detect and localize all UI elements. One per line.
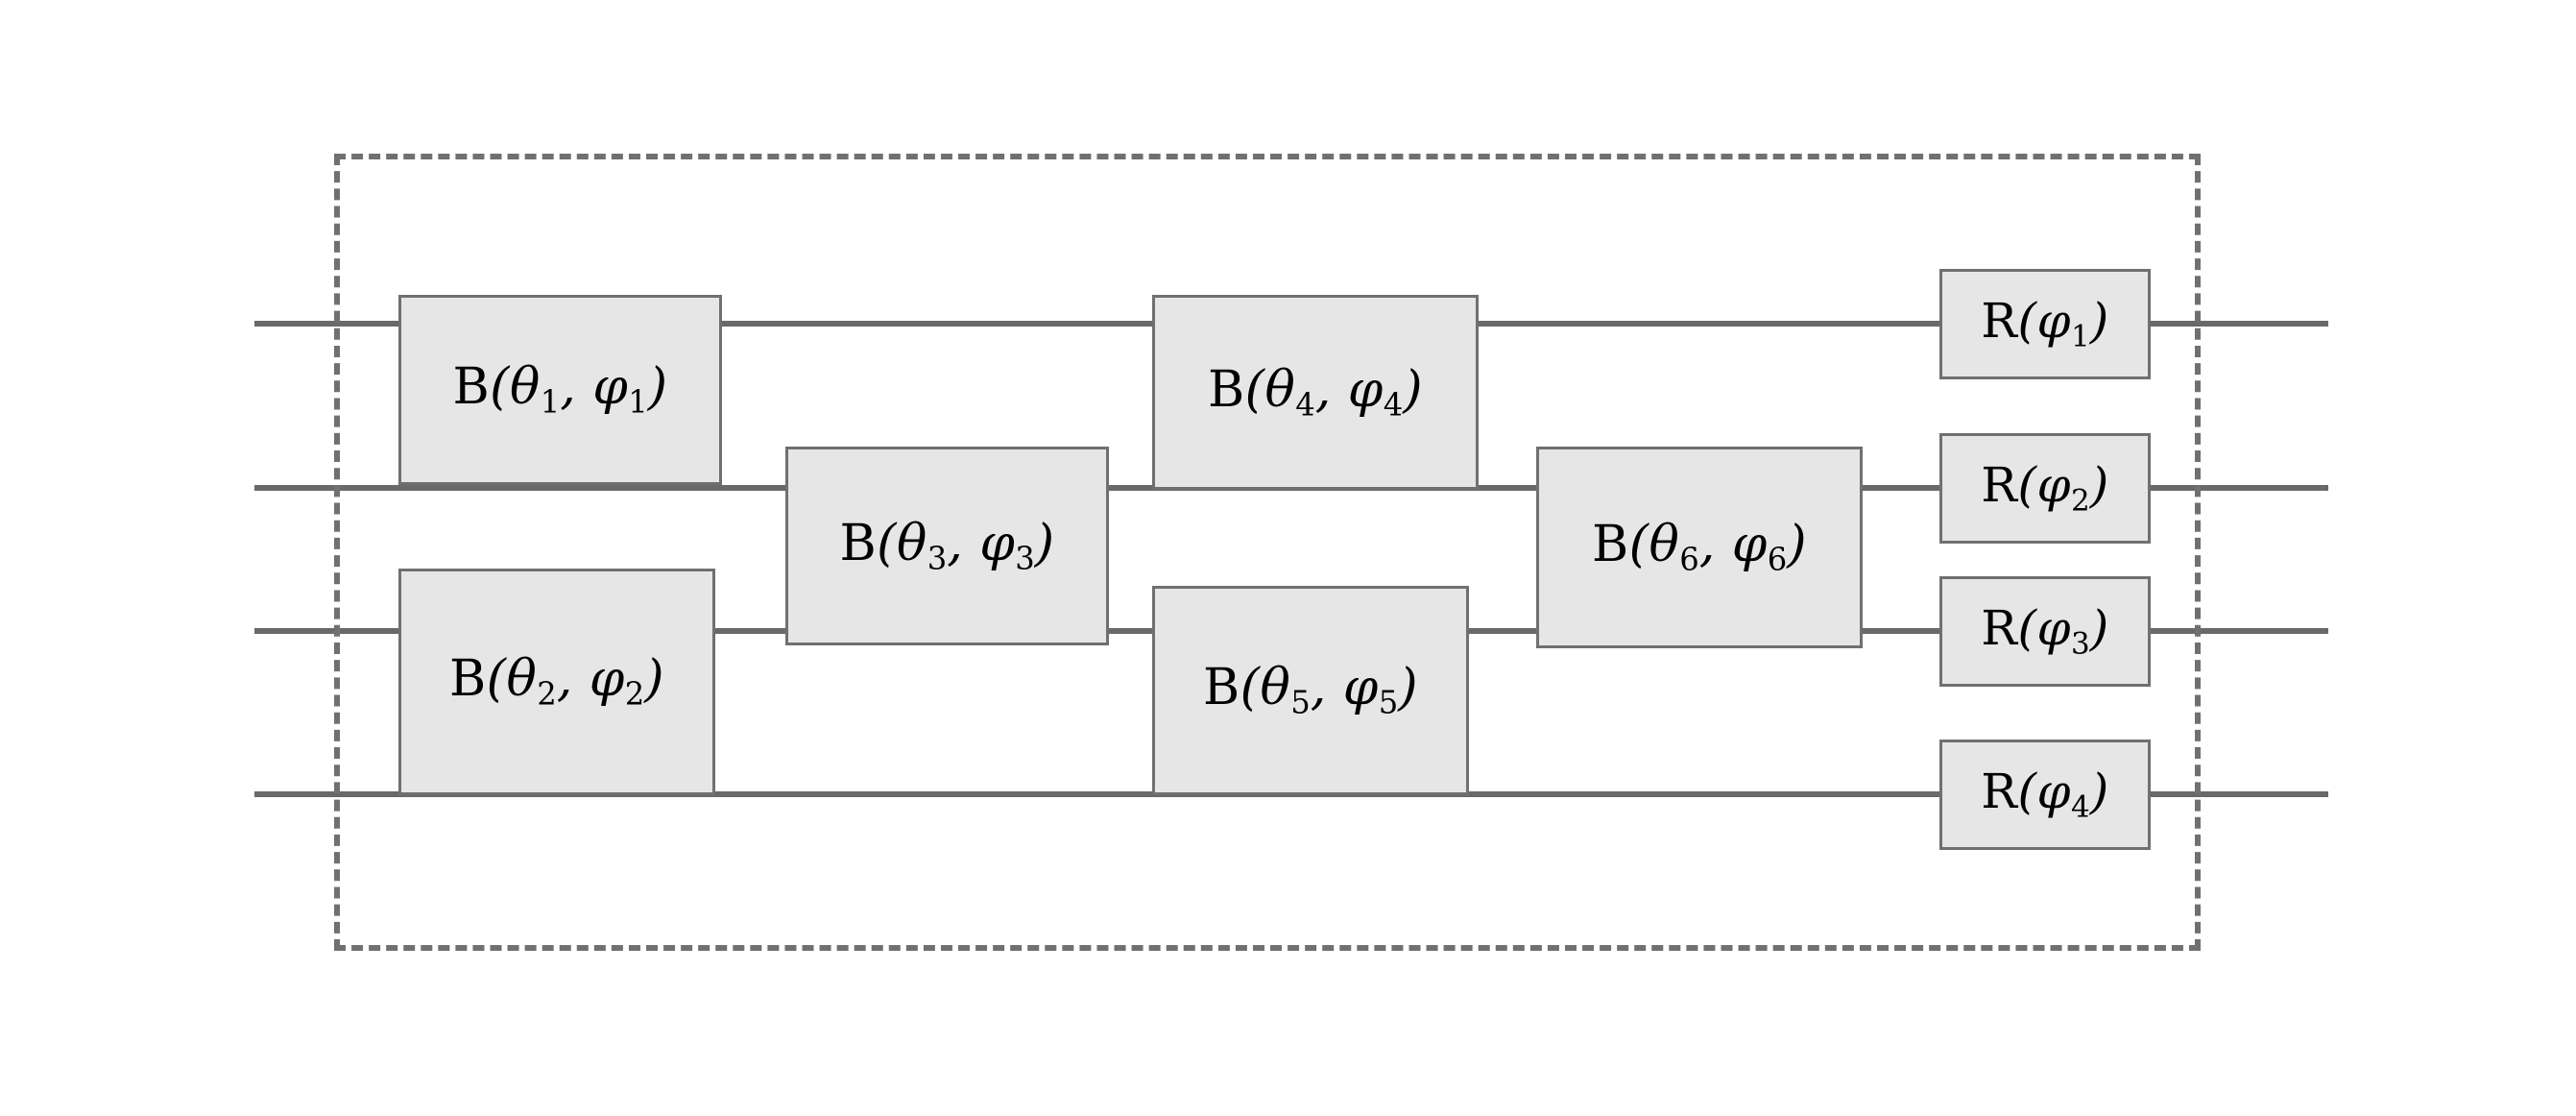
gate-label: B(θ1, φ1) <box>452 358 668 421</box>
phase-shifter-gate-r2[interactable]: R(φ2) <box>1939 433 2151 544</box>
beamsplitter-gate-b6[interactable]: B(θ6, φ6) <box>1536 447 1863 648</box>
beamsplitter-gate-b3[interactable]: B(θ3, φ3) <box>785 447 1109 645</box>
gate-label: B(θ2, φ2) <box>448 650 665 713</box>
beamsplitter-gate-b2[interactable]: B(θ2, φ2) <box>398 569 715 795</box>
beamsplitter-gate-b5[interactable]: B(θ5, φ5) <box>1152 586 1469 795</box>
gate-label: R(φ2) <box>1981 456 2109 519</box>
phase-shifter-gate-r4[interactable]: R(φ4) <box>1939 740 2151 850</box>
phase-shifter-gate-r3[interactable]: R(φ3) <box>1939 576 2151 687</box>
gate-label: B(θ3, φ3) <box>839 514 1055 577</box>
gate-label: B(θ6, φ6) <box>1591 516 1808 578</box>
beamsplitter-gate-b1[interactable]: B(θ1, φ1) <box>398 295 722 485</box>
interferometer-dashed-boundary <box>334 154 2201 951</box>
gate-label: B(θ5, φ5) <box>1202 659 1419 721</box>
gate-label: B(θ4, φ4) <box>1207 360 1424 424</box>
gate-label: R(φ1) <box>1981 292 2109 354</box>
gate-label: R(φ3) <box>1981 599 2109 662</box>
gate-label: R(φ4) <box>1981 763 2109 825</box>
phase-shifter-gate-r1[interactable]: R(φ1) <box>1939 269 2151 379</box>
beamsplitter-gate-b4[interactable]: B(θ4, φ4) <box>1152 295 1479 490</box>
